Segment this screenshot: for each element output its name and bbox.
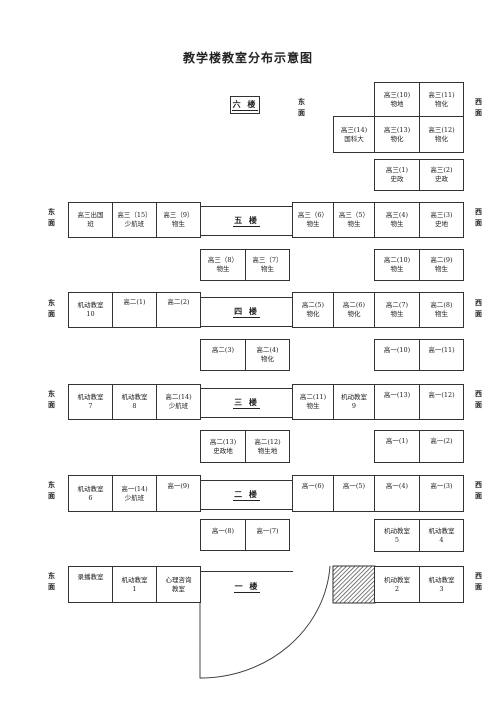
floor-3-west-label: 西 面 [475, 390, 482, 409]
room-cell: 高三(2) 史政 [419, 159, 464, 191]
room-cell: 高一(12) [419, 384, 464, 420]
floor-5-label: 五 楼 [200, 206, 293, 236]
room-cell: 录播教室 [68, 566, 113, 603]
room-cell: 高一(4) [374, 475, 420, 512]
floor-6-east-label: 东 面 [298, 98, 305, 117]
floor-6-label: 六 楼 [230, 96, 260, 114]
room-cell: 高一(7) [245, 519, 290, 551]
room-cell: 高三(4) 物生 [374, 202, 420, 238]
floor-5-west-label: 西 面 [475, 208, 482, 227]
floor-6-west-label: 西 面 [475, 98, 482, 117]
room-cell: 机动教室 7 [68, 384, 113, 420]
room-cell: 高三(3) 史地 [419, 202, 464, 238]
room-cell: 高三（6） 物生 [292, 202, 334, 238]
room-cell: 高二(7) 物生 [374, 292, 420, 328]
room-cell: 高一(5) [333, 475, 375, 512]
room-cell: 机动教室 9 [333, 384, 375, 420]
room-cell: 高二(8) 物生 [419, 292, 464, 328]
room-cell: 高一(3) [419, 475, 464, 512]
floor-5-east-label: 东 面 [48, 208, 55, 227]
room-cell: 高一(10) [374, 339, 420, 371]
room-cell: 高三（8） 物生 [200, 249, 246, 281]
room-cell: 高一(11) [419, 339, 464, 371]
room-cell: 机动教室 3 [419, 566, 464, 603]
floor-3-east-label: 东 面 [48, 390, 55, 409]
room-cell: 心理咨询 教室 [156, 566, 201, 603]
floor-1-east-label: 东 面 [48, 572, 55, 591]
room-cell: 高三(11) 物化 [419, 82, 464, 117]
room-cell: 高三(13) 物化 [374, 116, 420, 153]
room-cell: 高三（7） 物生 [245, 249, 290, 281]
room-cell: 高一(9) [156, 475, 201, 512]
room-cell: 高二(4) 物化 [245, 339, 290, 371]
room-cell: 机动教室 2 [374, 566, 420, 603]
room-cell: 机动教室 4 [419, 519, 464, 552]
room-cell: 高一(6) [292, 475, 334, 512]
room-cell: 高三（5） 物生 [333, 202, 375, 238]
room-cell: 机动教室 5 [374, 519, 420, 552]
floor-4-east-label: 东 面 [48, 299, 55, 318]
room-cell: 高三（15） 少航班 [112, 202, 157, 238]
floor-4-west-label: 西 面 [475, 299, 482, 318]
room-cell: 高三(1) 史政 [374, 159, 420, 191]
floor-2-west-label: 西 面 [475, 481, 482, 500]
room-cell: 机动教室 10 [68, 292, 113, 328]
floor-1-west-label: 西 面 [475, 572, 482, 591]
room-cell: 高二(9) 物生 [419, 249, 464, 281]
room-cell: 高二(1) [112, 292, 157, 328]
hatched-area [332, 565, 376, 604]
page-title: 教学楼教室分布示意图 [182, 51, 313, 65]
room-cell: 高二(6) 物化 [333, 292, 375, 328]
floor-2-east-label: 东 面 [48, 481, 55, 500]
room-cell: 高二(12) 物生地 [245, 430, 290, 463]
room-cell: 高三出国 班 [68, 202, 113, 238]
room-cell: 高二(10) 物生 [374, 249, 420, 281]
room-cell: 机动教室 8 [112, 384, 157, 420]
room-cell: 高三(12) 物化 [419, 116, 464, 153]
floor-4-label: 四 楼 [200, 297, 293, 327]
room-cell: 机动教室 1 [112, 566, 157, 603]
room-cell: 高二(5) 物化 [292, 292, 334, 328]
room-cell: 高三（9） 物生 [156, 202, 201, 238]
room-cell: 高一(2) [419, 430, 464, 463]
floor-3-label: 三 楼 [200, 388, 293, 418]
room-cell: 高二(2) [156, 292, 201, 328]
floor-1-label: 一 楼 [200, 571, 293, 601]
room-cell: 机动教室 6 [68, 475, 113, 512]
room-cell: 高二(13) 史政地 [200, 430, 246, 463]
